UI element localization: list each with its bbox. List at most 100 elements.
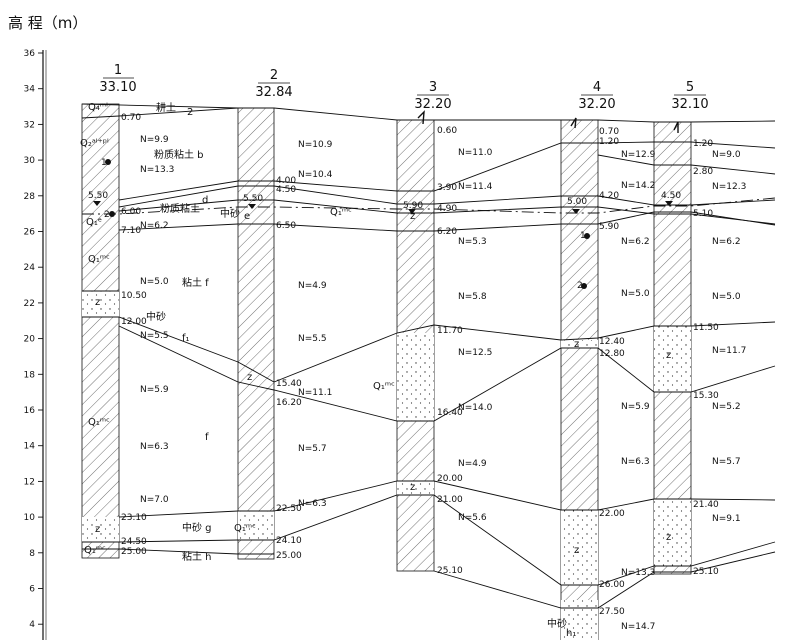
geo-code: z xyxy=(574,339,579,350)
layer-boundary xyxy=(118,480,776,518)
layer-label: 粉质粘土 xyxy=(160,202,200,215)
sand-zone xyxy=(654,326,691,392)
spt-value: N=10.9 xyxy=(298,140,333,150)
sand-zone xyxy=(82,291,119,317)
spt-value: N=12.3 xyxy=(712,182,746,192)
depth-label: 16.40 xyxy=(437,408,463,418)
spt-value: N=9.0 xyxy=(712,150,741,160)
layer-label: d xyxy=(202,195,208,206)
depth-label: 5.50 xyxy=(88,191,108,201)
spt-value: N=5.0 xyxy=(140,277,169,287)
spt-value: N=5.5 xyxy=(140,331,169,341)
surface-marks xyxy=(417,110,679,133)
depth-label: 4.50 xyxy=(661,191,681,201)
spt-value: N=9.9 xyxy=(140,135,169,145)
spt-value: N=13.3 xyxy=(140,165,174,175)
sand-zone xyxy=(238,511,274,540)
geo-code: z xyxy=(95,524,100,535)
sample-dot xyxy=(109,211,115,217)
depth-label: 0.60 xyxy=(437,126,457,136)
borehole-1-id: 1 xyxy=(114,63,122,78)
depth-label: 2.80 xyxy=(693,167,713,177)
sample-number: 1 xyxy=(580,231,586,241)
spt-value: N=12.5 xyxy=(458,348,492,358)
water-level-marker xyxy=(93,201,101,206)
groundwater-line xyxy=(82,197,776,215)
water-level-marker xyxy=(248,204,256,209)
layer-label: 中砂 xyxy=(146,310,166,323)
layer-boundary xyxy=(433,551,776,609)
depth-label: 23.10 xyxy=(121,513,147,523)
layer-boundary xyxy=(118,211,776,232)
layer-boundary xyxy=(82,548,274,555)
spt-value: N=4.9 xyxy=(458,459,487,469)
axis-tick-label: 4 xyxy=(29,620,35,630)
depth-label: 21.00 xyxy=(437,495,463,505)
depth-label: 5.50 xyxy=(243,194,263,204)
borehole-3-id: 3 xyxy=(429,80,437,95)
layer-label: f xyxy=(205,432,209,443)
depth-label: 1.20 xyxy=(599,137,619,147)
layer-labels: 耕土 粉质粘土 b 粉质粘土 d 中砂 e 粘土 f 中砂 f₁ f 中砂 g … xyxy=(146,101,576,639)
borehole-2-column xyxy=(237,107,275,560)
layer-boundaries xyxy=(81,103,776,609)
spt-value: N=11.4 xyxy=(458,182,493,192)
layer-boundary xyxy=(597,154,776,175)
depth-label: 3.90 xyxy=(437,183,457,193)
depth-label: 0.70 xyxy=(121,113,141,123)
depth-label: 24.10 xyxy=(276,536,302,546)
axis-tick-label: 30 xyxy=(24,156,36,166)
depth-label: 25.00 xyxy=(276,551,302,561)
depth-label: 6.50 xyxy=(276,221,296,231)
borehole-4-elevation: 32.20 xyxy=(578,97,615,112)
depth-label: 25.10 xyxy=(693,567,719,577)
borehole-2-elevation: 32.84 xyxy=(255,85,292,100)
borehole-1-column xyxy=(81,103,120,559)
borehole-columns xyxy=(81,103,692,640)
depth-label: 7.10 xyxy=(121,226,141,236)
layer-label: h₁ xyxy=(566,628,576,639)
spt-value: N=7.0 xyxy=(140,495,169,505)
spt-value: N=6.3 xyxy=(140,442,169,452)
layer-boundary xyxy=(118,325,776,422)
axis-tick-label: 14 xyxy=(24,442,36,452)
depth-label: 4.90 xyxy=(437,204,457,214)
axis-tick-label: 34 xyxy=(24,85,36,95)
spt-value: N=6.2 xyxy=(712,237,741,247)
layer-boundary xyxy=(81,115,120,119)
borehole-5-id: 5 xyxy=(686,80,694,95)
axis-tick-label: 24 xyxy=(24,263,36,273)
spt-value: N=9.1 xyxy=(712,514,741,524)
layer-label: f₁ xyxy=(182,333,190,344)
geo-code: Q₁ᵐᶜ xyxy=(373,381,395,392)
sand-zone xyxy=(561,600,598,640)
layer-boundary xyxy=(118,141,776,201)
depth-label: 10.50 xyxy=(121,291,147,301)
geo-code: z xyxy=(95,297,100,308)
layer-label: 粉质粘土 b xyxy=(154,148,204,161)
geo-code: Q₄ᵐˡ xyxy=(88,102,108,113)
surface-mark xyxy=(673,121,679,133)
spt-value: N=5.6 xyxy=(458,513,487,523)
layer-label: 中砂 xyxy=(220,207,240,220)
axis-tick-label: 16 xyxy=(24,406,36,416)
depth-label: 25.10 xyxy=(437,566,463,576)
sample-dot xyxy=(105,159,111,165)
water-level-marker xyxy=(665,201,673,206)
sand-zone xyxy=(654,499,691,566)
depth-label: 15.30 xyxy=(693,391,719,401)
axis-tick-label: 26 xyxy=(24,228,36,238)
geo-code: z xyxy=(574,545,579,556)
sample-number: 2 xyxy=(577,281,583,291)
spt-value: N=14.0 xyxy=(458,403,493,413)
axis-tick-label: 12 xyxy=(24,477,35,487)
borehole-1-elevation: 33.10 xyxy=(99,80,136,95)
geo-code: Q₁ᵐᶜ xyxy=(88,417,110,428)
spt-value: N=5.9 xyxy=(140,385,169,395)
chart-title: 高 程（m） xyxy=(8,14,87,32)
spt-value: N=5.0 xyxy=(621,289,650,299)
spt-value: N=5.0 xyxy=(712,292,741,302)
depth-label: 6.20 xyxy=(437,227,457,237)
geo-code: Q₁ᵐᶜ xyxy=(84,545,106,556)
